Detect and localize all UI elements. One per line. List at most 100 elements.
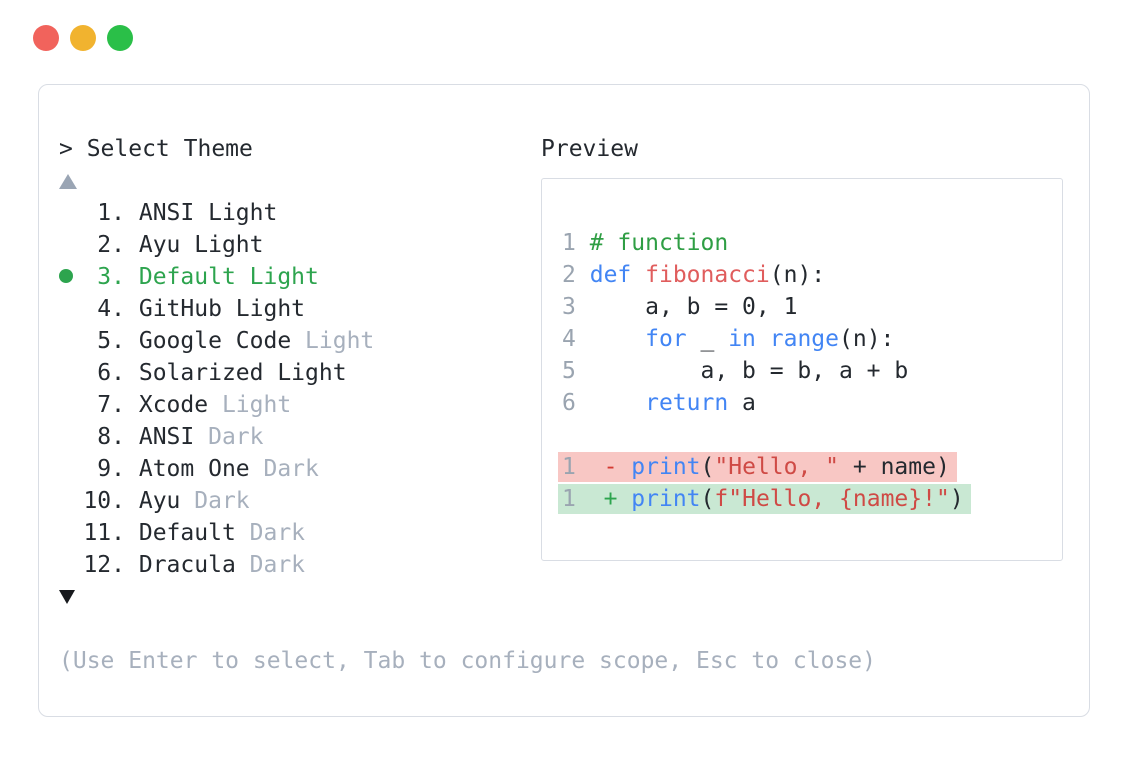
theme-list-item[interactable]: 5. Google Code Light <box>59 325 541 357</box>
keyboard-hint: (Use Enter to select, Tab to configure s… <box>59 648 876 674</box>
token-kw: print <box>631 454 701 480</box>
theme-list-item[interactable]: 4. GitHub Light <box>59 293 541 325</box>
theme-list-item[interactable]: 1. ANSI Light <box>59 197 541 229</box>
token-str: f"Hello, {name}!" <box>714 486 950 512</box>
theme-name: Default Light <box>138 264 319 290</box>
code-line: 2 def fibonacci(n): <box>562 259 1062 291</box>
token-str: "Hello, " <box>714 454 840 480</box>
theme-name: Solarized Light <box>138 360 347 386</box>
minimize-button-icon[interactable] <box>70 25 96 51</box>
token-plain: a <box>728 390 756 416</box>
theme-variant-muted: Light <box>291 328 375 354</box>
token-kw: range <box>769 326 840 352</box>
token-kw: def <box>589 262 632 288</box>
close-button-icon[interactable] <box>33 25 59 51</box>
theme-list-item[interactable]: 9. Atom One Dark <box>59 453 541 485</box>
theme-number: 11. <box>83 520 125 546</box>
theme-number: 2. <box>97 232 125 258</box>
selected-dot-icon <box>59 268 73 283</box>
theme-name: Google Code <box>138 328 292 354</box>
theme-variant-muted: Dark <box>194 424 264 450</box>
scroll-down-indicator <box>59 581 541 613</box>
token-plain <box>631 262 645 288</box>
line-number: 3 <box>562 294 576 320</box>
line-number: 1 <box>562 454 576 480</box>
theme-variant-muted: Dark <box>235 552 306 578</box>
token-add: + <box>603 486 618 512</box>
maximize-button-icon[interactable] <box>107 25 133 51</box>
line-number: 5 <box>562 358 576 384</box>
diff-added-highlight: 1 + print(f"Hello, {name}!") <box>558 484 971 514</box>
token-kw: for <box>645 326 687 352</box>
theme-list-item[interactable]: 10. Ayu Dark <box>59 485 541 517</box>
theme-list-item[interactable]: 7. Xcode Light <box>59 389 541 421</box>
theme-name: Atom One <box>138 456 250 482</box>
code-line: 4 for _ in range(n): <box>562 323 1062 355</box>
token-plain: (n): <box>769 262 826 288</box>
theme-number: 5. <box>97 328 125 354</box>
theme-number: 10. <box>83 488 125 514</box>
token-plain: ( <box>700 486 715 512</box>
code-line: 5 a, b = b, a + b <box>562 355 1062 387</box>
line-number: 2 <box>562 262 576 288</box>
token-plain <box>617 486 631 512</box>
theme-name: Ayu <box>138 488 181 514</box>
theme-name: Default <box>138 520 236 546</box>
code-blank-line <box>562 419 1062 451</box>
scroll-up-indicator <box>59 165 541 197</box>
line-number: 4 <box>562 326 576 352</box>
theme-list-item[interactable]: 12. Dracula Dark <box>59 549 541 581</box>
token-plain <box>590 454 604 480</box>
token-plain: (n): <box>839 326 895 352</box>
down-triangle-icon <box>59 590 75 604</box>
preview-title: Preview <box>541 136 638 162</box>
up-triangle-icon <box>59 173 77 189</box>
line-number: 1 <box>562 230 576 256</box>
theme-variant-muted: Light <box>208 392 292 418</box>
token-plain <box>590 326 645 352</box>
theme-name: ANSI Light <box>138 200 278 226</box>
token-plain: a, b = b, a + b <box>589 358 909 384</box>
theme-list-item[interactable]: 2. Ayu Light <box>59 229 541 261</box>
line-number: 1 <box>562 486 576 512</box>
theme-name: Dracula <box>138 552 236 578</box>
select-theme-prompt: > Select Theme <box>59 136 253 162</box>
selected-marker <box>59 261 83 293</box>
token-comment: # function <box>589 230 729 256</box>
theme-number: 9. <box>97 456 125 482</box>
theme-number: 6. <box>97 360 125 386</box>
code-line: 1 - print("Hello, " + name) <box>558 451 1062 483</box>
theme-list-item[interactable]: 3. Default Light <box>59 261 541 293</box>
theme-list-item[interactable]: 8. ANSI Dark <box>59 421 541 453</box>
token-plain <box>756 326 770 352</box>
code-line: 6 return a <box>562 387 1062 419</box>
code-line: 3 a, b = 0, 1 <box>562 291 1062 323</box>
token-plain: _ <box>686 326 729 352</box>
token-kw: return <box>645 390 729 416</box>
token-plain <box>617 454 631 480</box>
theme-number: 4. <box>97 296 125 322</box>
theme-variant-muted: Dark <box>249 456 319 482</box>
theme-name: GitHub Light <box>138 296 306 322</box>
theme-name: ANSI <box>138 424 195 450</box>
token-del: - <box>603 454 618 480</box>
theme-list-item[interactable]: 11. Default Dark <box>59 517 541 549</box>
window-controls <box>0 0 1129 51</box>
token-plain <box>590 390 645 416</box>
diff-removed-highlight: 1 - print("Hello, " + name) <box>558 452 957 482</box>
theme-number: 3. <box>97 264 125 290</box>
token-kw: in <box>728 326 756 352</box>
theme-variant-muted: Dark <box>235 520 306 546</box>
code-line: 1 # function <box>562 227 1062 259</box>
theme-list-item[interactable]: 6. Solarized Light <box>59 357 541 389</box>
theme-name: Ayu Light <box>138 232 264 258</box>
theme-name: Xcode <box>138 392 209 418</box>
code-line: 1 + print(f"Hello, {name}!") <box>558 483 1062 515</box>
token-plain: a, b = 0, 1 <box>589 294 798 320</box>
theme-number: 7. <box>97 392 125 418</box>
